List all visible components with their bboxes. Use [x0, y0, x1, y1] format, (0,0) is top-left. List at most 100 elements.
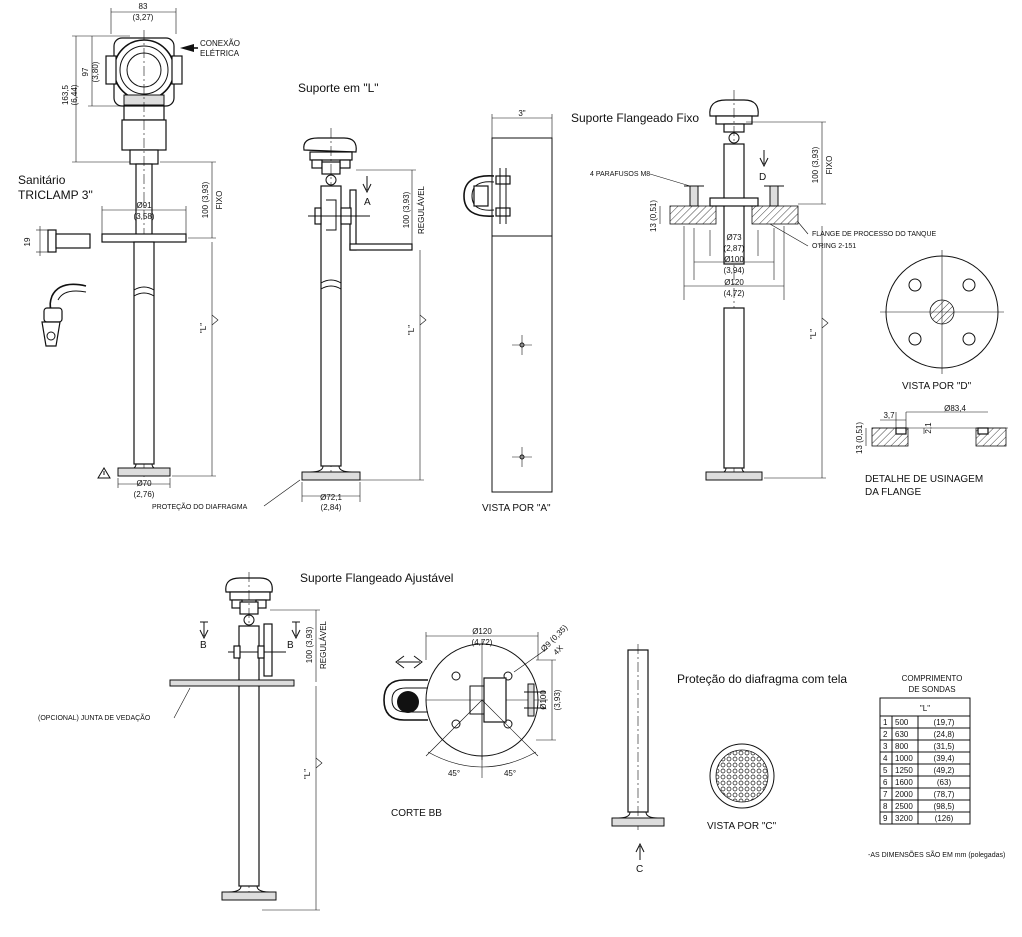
protecao-label: PROTEÇÃO DO DIAFRAGMA — [152, 502, 248, 511]
B-left-letter: B — [200, 640, 207, 651]
arrow-left-icon — [180, 44, 194, 52]
regulavel-b: REGULÁVEL — [417, 185, 426, 234]
row-inches: (39,4) — [934, 754, 955, 763]
view-protecao-tela: C Proteção do diafragma com tela VISTA P… — [611, 644, 847, 875]
row-mm: 1000 — [895, 754, 913, 763]
fixo-a: FIXO — [215, 191, 224, 210]
dim-L-1: "L" — [199, 323, 208, 333]
dim-13b: 13 (0,51) — [855, 422, 864, 454]
dim-d91: Ø91 — [136, 201, 152, 210]
dim-d70: Ø70 — [136, 479, 152, 488]
dim-97: 97 — [81, 67, 90, 76]
row-inches: (49,2) — [934, 766, 955, 775]
dim-3in: 3" — [518, 109, 525, 118]
units-note: -AS DIMENSÕES SÃO EM mm (polegadas) — [868, 850, 1005, 859]
row-inches: (19,7) — [934, 718, 955, 727]
parafusos-label: 4 PARAFUSOS M8 — [590, 171, 650, 178]
suporte-L-title: Suporte em "L" — [298, 81, 379, 95]
corte-BB-label: CORTE BB — [391, 808, 442, 819]
view-suporte-fixo: Suporte Flangeado Fixo 4 PARAFUSOS M8 D … — [571, 90, 937, 481]
opcional-label: (OPCIONAL) JUNTA DE VEDAÇÃO — [38, 713, 151, 722]
row-inches: (63) — [937, 778, 952, 787]
dim-L-2: "L" — [407, 325, 416, 335]
dim-d834: Ø83,4 — [944, 404, 966, 413]
dim-d73-in: (2,87) — [724, 244, 745, 253]
table-row: 9 3200 (126) — [879, 811, 971, 825]
ang-45a: 45° — [448, 769, 460, 778]
dim-100-a: 100 (3,93) — [201, 181, 210, 218]
dim-163-in: (6,44) — [70, 84, 79, 105]
vista-A-label: VISTA POR "A" — [482, 503, 551, 514]
ang-45b: 45° — [504, 769, 516, 778]
row-inches: (24,8) — [934, 730, 955, 739]
dim-37: 3,7 — [883, 411, 895, 420]
dim-d91-in: (3,58) — [134, 212, 155, 221]
detalhe-label-1: DETALHE DE USINAGEM — [865, 474, 983, 485]
view-suporte-ajustavel: Suporte Flangeado Ajustável B B 100 (3,9… — [38, 571, 453, 911]
dim-100-c: 100 (3,93) — [811, 146, 820, 183]
table-header: "L" — [920, 704, 930, 713]
dim-d120-in: (4,72) — [724, 289, 745, 298]
row-number: 7 — [883, 790, 888, 799]
dim-d100-in: (3,94) — [724, 266, 745, 275]
dim-d100b-in: (3,93) — [553, 689, 562, 710]
row-mm: 1250 — [895, 766, 913, 775]
A-letter: A — [364, 197, 371, 208]
suporte-fixo-title: Suporte Flangeado Fixo — [571, 111, 699, 125]
dim-163: 163,5 — [61, 84, 70, 105]
row-mm: 2500 — [895, 802, 913, 811]
row-number: 6 — [883, 778, 888, 787]
row-number: 3 — [883, 742, 888, 751]
fixo-c: FIXO — [825, 156, 834, 175]
view-vista-D: VISTA POR "D" — [880, 250, 1004, 392]
B-right-letter: B — [287, 640, 294, 651]
comp-label-1: COMPRIMENTO — [902, 674, 963, 683]
row-number: 9 — [883, 814, 888, 823]
dim-19: 19 — [23, 237, 32, 246]
dim-d120b: Ø120 — [472, 627, 492, 636]
dim-21: 2,1 — [924, 422, 933, 434]
dim-4x: 4X — [552, 643, 566, 657]
row-mm: 630 — [895, 730, 909, 739]
view-corte-BB: Ø120 (4,72) Ø9 (0,35) 4X Ø100 (3,93) 45°… — [383, 623, 570, 819]
dim-d70-in: (2,76) — [134, 490, 155, 499]
vista-C-label: VISTA POR "C" — [707, 821, 777, 832]
table-row: 2 630 (24,8) — [879, 727, 971, 741]
row-number: 2 — [883, 730, 888, 739]
view-detalhe-usinagem: 3,7 Ø83,4 2,1 13 (0,51) DETALHE DE USINA… — [855, 404, 1008, 498]
dim-d120: Ø120 — [724, 278, 744, 287]
row-number: 1 — [883, 718, 888, 727]
dim-83: 83 — [139, 2, 148, 11]
row-mm: 800 — [895, 742, 909, 751]
double-arrow-icon — [395, 655, 423, 669]
table-row: 1 500 (19,7) — [879, 715, 971, 729]
dim-97-in: (3,80) — [91, 61, 100, 82]
detalhe-label-2: DA FLANGE — [865, 487, 921, 498]
vista-D-label: VISTA POR "D" — [902, 381, 972, 392]
table-row: 4 1000 (39,4) — [879, 751, 971, 765]
flange-tanque-label: FLANGE DE PROCESSO DO TANQUE — [812, 231, 937, 238]
dim-100-b: 100 (3,93) — [402, 191, 411, 228]
row-mm: 500 — [895, 718, 909, 727]
oring-label: O'RING 2-151 — [812, 243, 856, 250]
suporte-ajust-title: Suporte Flangeado Ajustável — [300, 571, 453, 585]
row-inches: (98,5) — [934, 802, 955, 811]
row-number: 8 — [883, 802, 888, 811]
dim-L-3: "L" — [809, 329, 818, 339]
row-number: 5 — [883, 766, 888, 775]
row-mm: 2000 — [895, 790, 913, 799]
table-row: 8 2500 (98,5) — [879, 799, 971, 813]
C-letter: C — [636, 864, 643, 875]
row-inches: (31,5) — [934, 742, 955, 751]
row-mm: 3200 — [895, 814, 913, 823]
row-number: 4 — [883, 754, 888, 763]
warning-triangle-icon — [97, 467, 111, 479]
regulavel-d: REGULÁVEL — [319, 620, 328, 669]
dim-d100b: Ø100 — [539, 690, 548, 710]
row-inches: (126) — [935, 814, 954, 823]
